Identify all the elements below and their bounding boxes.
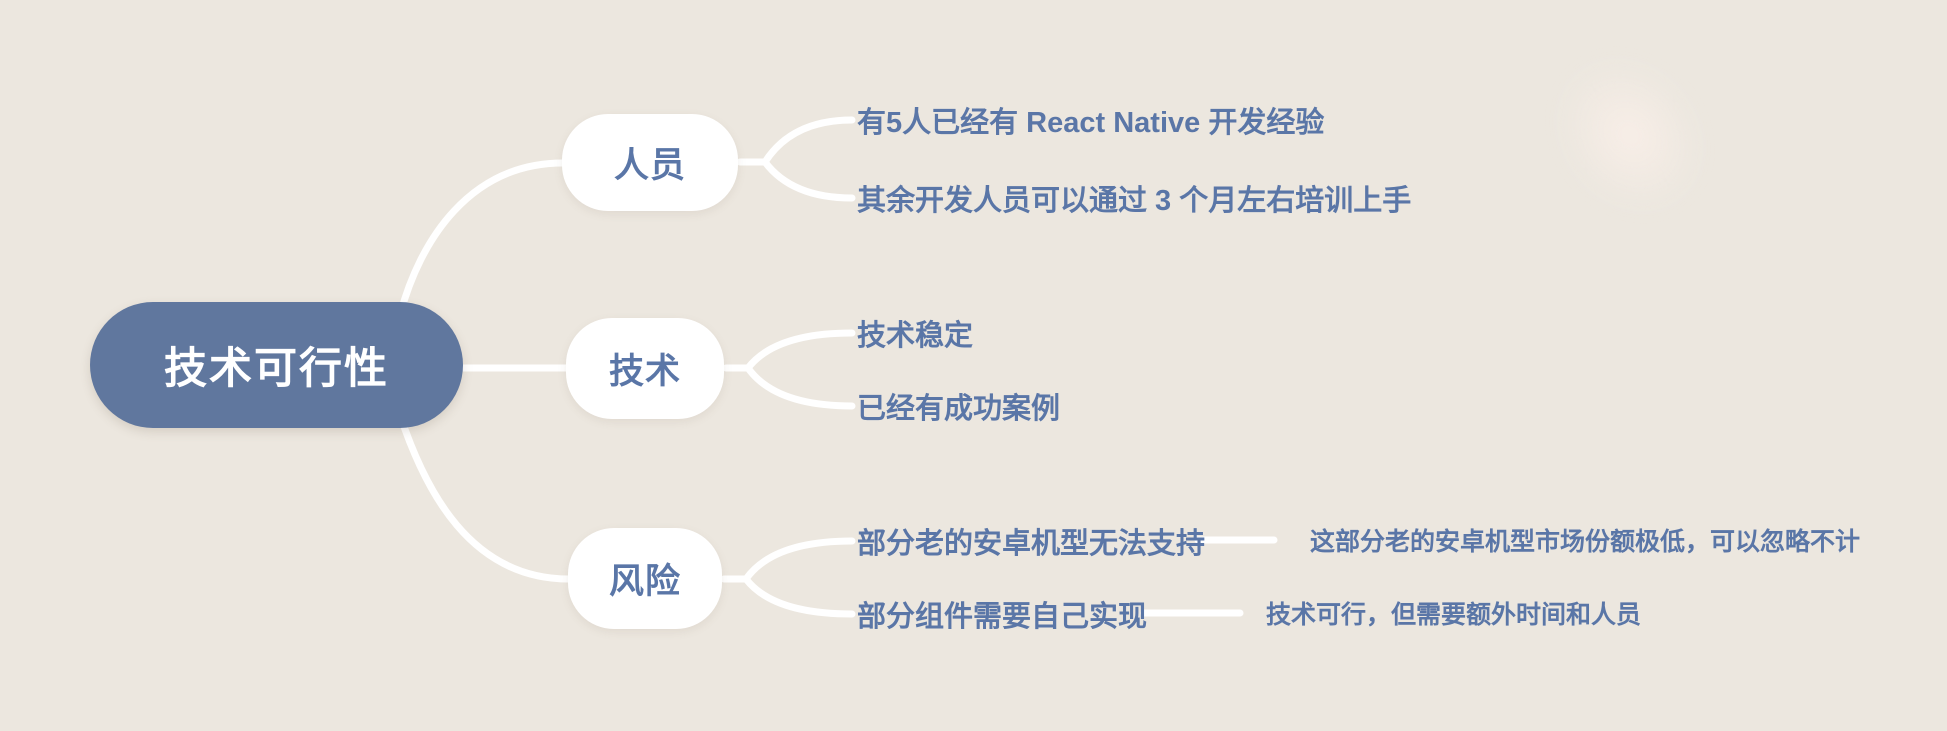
branch-topic-personnel[interactable]: 人员 xyxy=(562,114,738,211)
branch-topic-risk[interactable]: 风险 xyxy=(568,528,722,629)
subtopic-tech-stable[interactable]: 技术稳定 xyxy=(857,320,974,352)
branch-topic-tech[interactable]: 技术 xyxy=(566,318,724,419)
subtopic-risk-custom-components[interactable]: 部分组件需要自己实现 xyxy=(857,601,1148,633)
subtopic-risk-custom-components-note[interactable]: 技术可行，但需要额外时间和人员 xyxy=(1266,601,1642,629)
connector-personnel-child1 xyxy=(761,116,856,166)
subtopic-risk-old-android-note[interactable]: 这部分老的安卓机型市场份额极低，可以忽略不计 xyxy=(1310,528,1861,556)
connector-risk-child2 xyxy=(742,575,856,618)
connector-risk-child1 xyxy=(742,537,856,583)
subtopic-risk-old-android[interactable]: 部分老的安卓机型无法支持 xyxy=(857,528,1206,560)
root-topic[interactable]: 技术可行性 xyxy=(90,302,463,428)
connector-root-personnel xyxy=(396,159,567,319)
connector-tech-child2 xyxy=(744,364,856,410)
connector-root-risk xyxy=(396,411,573,583)
subtopic-personnel-training[interactable]: 其余开发人员可以通过 3 个月左右培训上手 xyxy=(857,185,1412,217)
subtopic-personnel-experience[interactable]: 有5人已经有 React Native 开发经验 xyxy=(857,107,1325,139)
subtopic-tech-success-cases[interactable]: 已经有成功案例 xyxy=(857,393,1061,425)
connector-personnel-child2 xyxy=(761,158,856,202)
connector-tech-child1 xyxy=(744,329,856,372)
